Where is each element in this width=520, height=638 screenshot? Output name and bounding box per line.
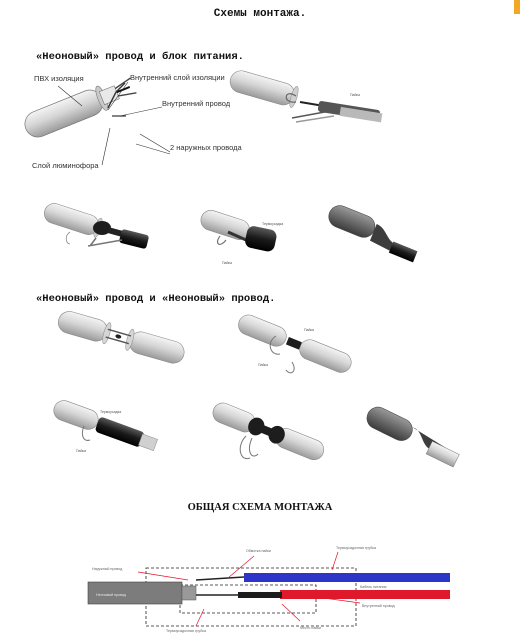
step-power-finished <box>328 205 418 263</box>
step-join-strip <box>58 311 185 364</box>
label-solder-4: Пайка <box>258 363 268 367</box>
label-outer-wire: Наружный провод <box>92 567 123 571</box>
step-power-solder <box>43 203 149 249</box>
label-solder-point: Место пайки <box>300 626 321 630</box>
label-inner-wire: Внутренний провод <box>162 99 231 108</box>
step-power-strip: Пайка <box>229 70 383 123</box>
label-neon-wire: Неоновый провод <box>96 593 127 597</box>
label-solder-5: Пайка <box>76 449 86 453</box>
wire-red <box>280 590 450 599</box>
inner-wire-shrink <box>238 592 282 598</box>
step-join-shrink: Термоусадка Пайка <box>53 400 158 453</box>
wire-blue <box>244 573 450 582</box>
step-power-shrink: Термоусадка Пайка <box>200 210 283 265</box>
step-join-solder: Пайка Пайка <box>238 314 352 374</box>
section-title-wire-wire: «Неоновый» провод и «Неоновый» провод. <box>36 293 276 305</box>
step-join-finished <box>366 406 460 468</box>
label-solder-1: Пайка <box>350 93 360 97</box>
label-solder-3: Пайка <box>304 328 314 332</box>
page-title: Схемы монтажа. <box>213 8 307 20</box>
label-solder-2: Пайка <box>222 261 232 265</box>
wire-anatomy-figure: ПВХ изоляция Внутренний слой изоляции Вн… <box>24 73 243 170</box>
label-phosphor: Слой люминофора <box>32 161 99 170</box>
step-join-shrink-2 <box>212 402 325 461</box>
label-inner-wire-diagram: Внутренний провод <box>362 604 396 608</box>
label-inner-layer: Внутренний слой изоляции <box>130 73 225 82</box>
general-scheme-title: ОБЩАЯ СХЕМА МОНТАЖА <box>187 502 333 513</box>
label-wire-solder: Обмотка пайки <box>246 549 271 553</box>
label-outer-wires: 2 наружных провода <box>170 143 243 152</box>
label-shrink-1: Термоусадка <box>262 222 283 226</box>
section-title-wire-power: «Неоновый» провод и блок питания. <box>36 51 244 63</box>
general-diagram: Обмотка пайки Термоусадочная трубка Нару… <box>87 546 450 633</box>
label-shrink-2: Термоусадка <box>100 410 121 414</box>
label-shrink-tube-bottom: Термоусадочная трубка <box>166 629 206 633</box>
label-power-cable: Кабель питания <box>360 585 387 589</box>
corner-accent <box>514 0 520 14</box>
label-pvc: ПВХ изоляция <box>34 74 84 83</box>
label-heat-shrink-tube: Термоусадочная трубка <box>336 546 376 550</box>
